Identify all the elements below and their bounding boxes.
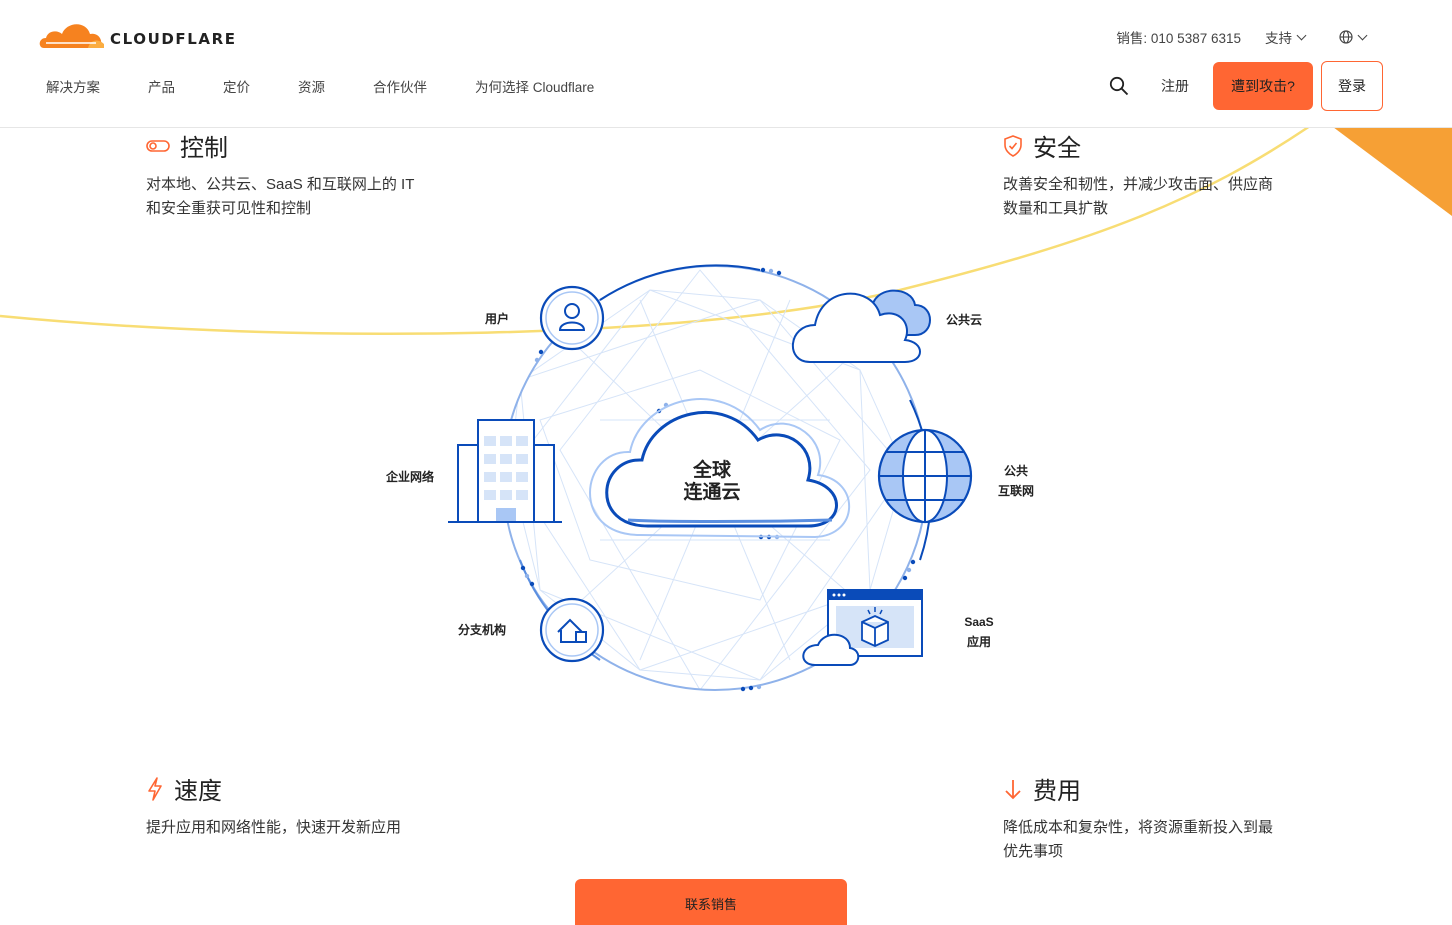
label-global-connectivity-cloud: 全球 连通云	[652, 460, 772, 504]
feature-speed: 速度 提升应用和网络性能，快速开发新应用	[146, 771, 426, 840]
label-public-cloud: 公共云	[946, 313, 983, 327]
label-public-internet: 公共 互联网	[996, 461, 1036, 501]
sales-phone[interactable]: 销售: 010 5387 6315	[1116, 31, 1241, 46]
feature-description: 降低成本和复杂性，将资源重新投入到最优先事项	[1003, 819, 1274, 860]
support-label: 支持	[1265, 31, 1292, 46]
feature-control: 控制 对本地、公共云、SaaS 和互联网上的 IT 和安全重获可见性和控制	[146, 128, 426, 221]
label-line: 连通云	[683, 482, 741, 503]
nav-item-why-cloudflare[interactable]: 为何选择 Cloudflare	[475, 80, 595, 95]
feature-title: 控制	[180, 135, 228, 162]
label-users: 用户	[485, 312, 510, 326]
label-line: 互联网	[997, 484, 1034, 498]
label-saas: SaaS 应用	[960, 612, 998, 652]
toggle-icon	[146, 139, 170, 152]
site-header: CLOUDFLARE 解决方案 产品 定价 资源 合作伙伴 为何选择 Cloud…	[0, 0, 1452, 128]
under-attack-button[interactable]: 遭到攻击?	[1213, 62, 1313, 110]
label-line: 应用	[966, 635, 991, 649]
feature-title: 安全	[1033, 135, 1081, 162]
enterprise-building-icon	[448, 419, 562, 523]
search-icon[interactable]	[1109, 76, 1129, 96]
globe-internet-icon	[877, 428, 973, 524]
feature-description: 提升应用和网络性能，快速开发新应用	[146, 819, 402, 836]
chevron-down-icon	[1357, 30, 1368, 40]
header-actions: 注册 遭到攻击? 登录	[1109, 61, 1383, 111]
nav-item-partners[interactable]: 合作伙伴	[373, 80, 427, 95]
feature-description: 改善安全和韧性，并减少攻击面、供应商数量和工具扩散	[1003, 176, 1274, 217]
shield-check-icon	[1004, 134, 1022, 157]
connectivity-cloud-diagram	[448, 264, 973, 692]
branch-office-icon	[539, 597, 605, 663]
nav-item-pricing[interactable]: 定价	[223, 80, 250, 95]
arrow-down-icon	[1005, 779, 1021, 799]
label-line: 全球	[692, 460, 731, 481]
login-button[interactable]: 登录	[1321, 61, 1383, 111]
label-line: 公共	[1003, 464, 1028, 478]
contact-sales-button[interactable]: 联系销售	[575, 879, 847, 925]
register-link[interactable]: 注册	[1161, 78, 1189, 94]
lightning-icon	[148, 776, 162, 801]
feature-title: 费用	[1033, 778, 1081, 805]
chevron-down-icon	[1296, 30, 1307, 40]
nav-item-products[interactable]: 产品	[148, 80, 175, 95]
feature-security: 安全 改善安全和韧性，并减少攻击面、供应商数量和工具扩散	[1003, 128, 1283, 221]
feature-cost: 费用 降低成本和复杂性，将资源重新投入到最优先事项	[1003, 771, 1283, 864]
language-selector[interactable]	[1339, 30, 1368, 44]
label-line: SaaS	[964, 615, 994, 629]
feature-title: 速度	[174, 778, 222, 805]
main-nav: 解决方案 产品 定价 资源 合作伙伴 为何选择 Cloudflare	[46, 76, 642, 96]
label-enterprise-network: 企业网络	[386, 470, 435, 484]
topbar: 销售: 010 5387 6315 支持	[1116, 27, 1368, 47]
public-cloud-icon	[792, 289, 931, 363]
cloudflare-cloud-icon	[39, 24, 104, 48]
global-cloud-icon	[589, 398, 851, 539]
feature-description: 对本地、公共云、SaaS 和互联网上的 IT 和安全重获可见性和控制	[146, 176, 415, 217]
globe-icon	[1339, 30, 1353, 44]
nav-item-resources[interactable]: 资源	[298, 80, 325, 95]
user-icon	[539, 285, 605, 351]
logo-text: CLOUDFLARE	[110, 30, 237, 48]
nav-item-solutions[interactable]: 解决方案	[46, 80, 100, 95]
label-branch: 分支机构	[458, 623, 507, 637]
cloudflare-logo[interactable]: CLOUDFLARE	[38, 16, 237, 50]
saas-app-icon	[802, 589, 923, 666]
support-menu[interactable]: 支持	[1265, 27, 1307, 47]
